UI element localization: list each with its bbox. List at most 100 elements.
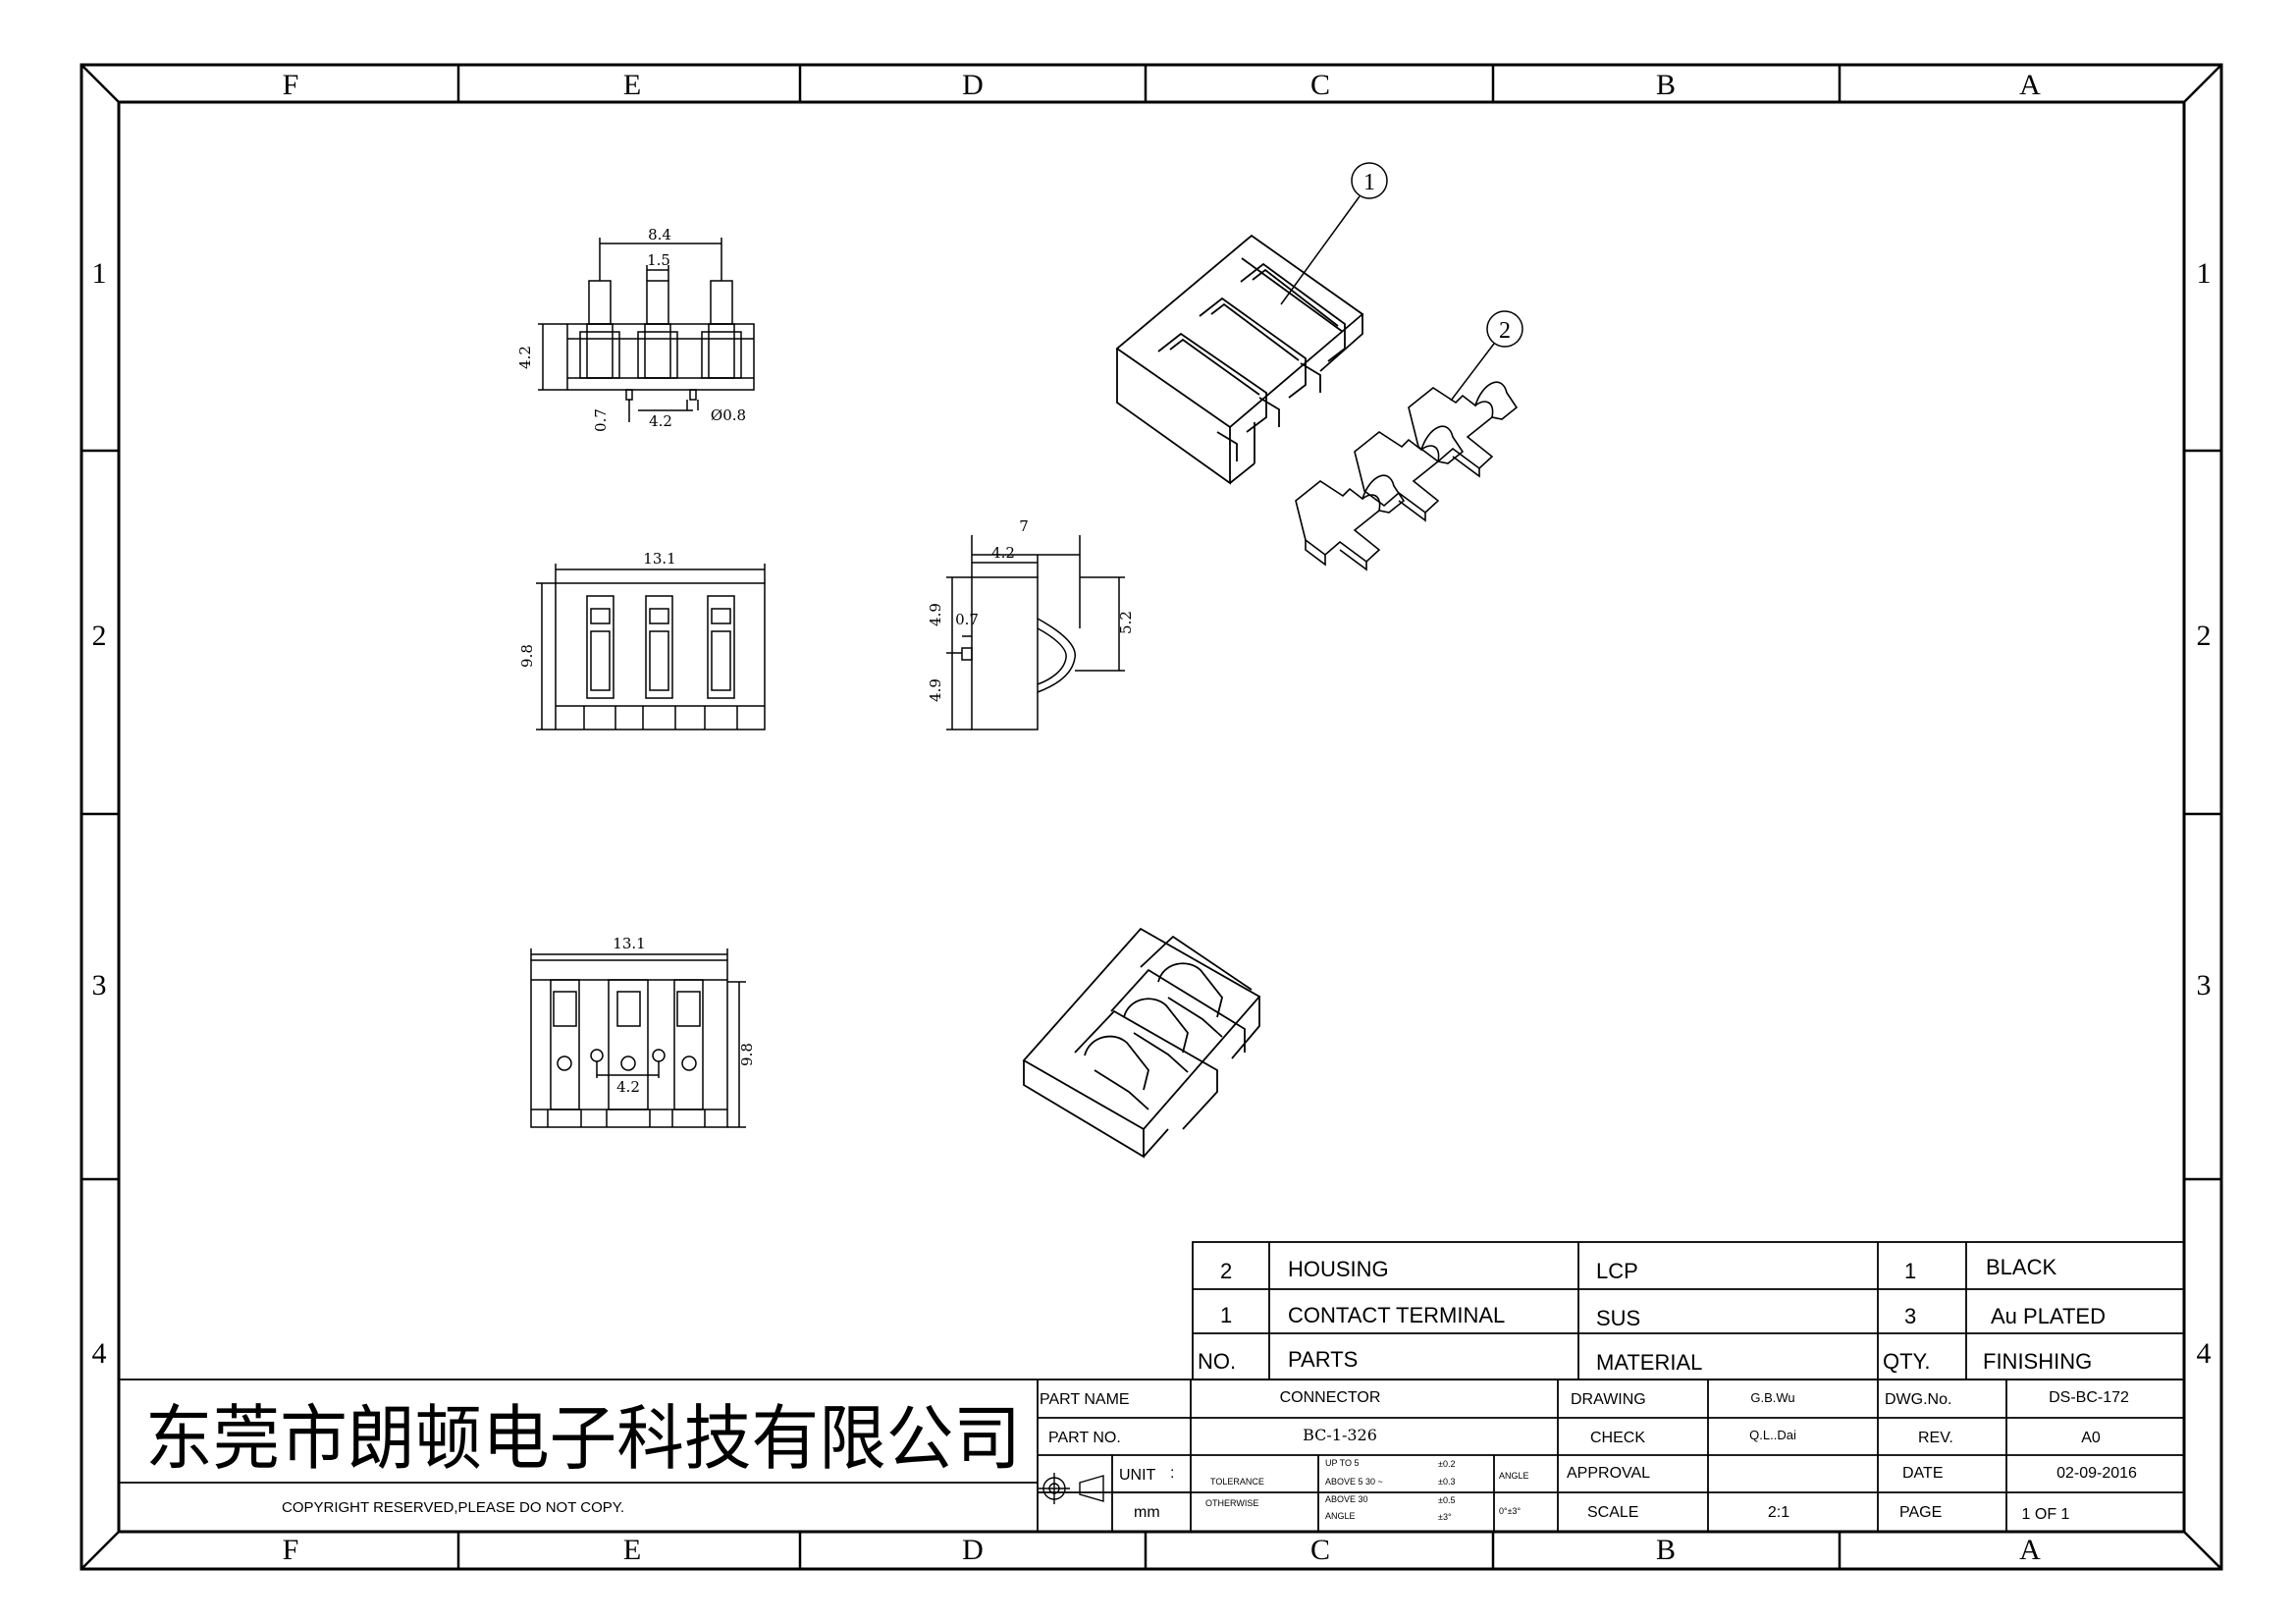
bom-qty: 3 (1904, 1304, 1916, 1328)
angle-label: ANGLE (1499, 1471, 1529, 1481)
drawing-value: G.B.Wu (1750, 1390, 1794, 1405)
bom-header: NO. PARTS MATERIAL QTY. FINISHING (1198, 1347, 2092, 1375)
part-no-label: PART NO. (1048, 1430, 1121, 1446)
zone-labels-top: F E D C B A (283, 69, 2042, 101)
balloon-number: 1 (1363, 170, 1375, 195)
zone-col-label: D (962, 1534, 984, 1566)
zone-row-label: 3 (92, 969, 107, 1001)
drawing-label: DRAWING (1571, 1391, 1646, 1408)
dim-label: 4.9 (927, 678, 944, 702)
zone-col-label: E (623, 69, 641, 101)
tolerance-value: ±3° (1438, 1512, 1452, 1522)
front-view-dims: 8.4 1.5 4.2 0.7 4.2 Ø0.8 (516, 226, 746, 432)
tolerance-range: UP TO 5 (1325, 1458, 1360, 1468)
copyright-note: COPYRIGHT RESERVED,PLEASE DO NOT COPY. (282, 1499, 624, 1516)
zone-col-label: C (1310, 1534, 1330, 1566)
date-value: 02-09-2016 (2056, 1465, 2137, 1482)
zone-labels-bottom: F E D C B A (283, 1534, 2042, 1566)
dim-label: 0.7 (592, 408, 610, 432)
zone-row-label: 2 (92, 620, 107, 652)
zone-col-label: C (1310, 69, 1330, 101)
zone-row-label: 3 (2197, 969, 2212, 1001)
zone-col-label: B (1656, 69, 1676, 101)
dim-label: 13.1 (613, 935, 645, 952)
bom-material: SUS (1596, 1306, 1640, 1330)
zone-col-label: E (623, 1534, 641, 1566)
dim-label: 9.8 (518, 644, 536, 668)
check-value: Q.L..Dai (1749, 1428, 1796, 1442)
dim-label: Ø0.8 (711, 406, 746, 424)
dim-label: 4.2 (516, 346, 534, 369)
bom-row: 1 CONTACT TERMINAL SUS 3 Au PLATED (1220, 1303, 2106, 1330)
tolerance-value: ±0.3 (1438, 1477, 1455, 1487)
zone-col-label: B (1656, 1534, 1676, 1566)
tolerance-value: ±0.5 (1438, 1495, 1455, 1505)
tolerance-row: UP TO 5 ±0.2 (1325, 1458, 1455, 1469)
dim-label: 4.2 (991, 544, 1015, 562)
side-view (946, 535, 1125, 730)
company-block: 东莞市朗顿电子科技有限公司 COPYRIGHT RESERVED,PLEASE … (145, 1397, 1021, 1516)
approval-label: APPROVAL (1567, 1465, 1650, 1482)
balloon-number: 2 (1499, 318, 1511, 344)
title-block-fields: PART NAME CONNECTOR PART NO. BC-1-326 UN… (1040, 1389, 2137, 1523)
part-no-value: BC-1-326 (1303, 1426, 1377, 1444)
part-name-value: CONNECTOR (1280, 1389, 1381, 1406)
balloon-terminal: 2 (1450, 310, 1523, 402)
projection-symbol-icon (1039, 1473, 1104, 1504)
zone-row-label: 1 (92, 257, 107, 290)
front-view (538, 238, 755, 422)
bom-header-qty: QTY. (1883, 1349, 1931, 1374)
zone-row-label: 2 (2197, 620, 2212, 652)
bom-header-finish: FINISHING (1983, 1349, 2092, 1374)
dim-label: 8.4 (648, 226, 671, 243)
zone-col-label: D (962, 69, 984, 101)
dim-label: 7 (1019, 517, 1029, 535)
dwg-no-label: DWG.No. (1885, 1391, 1951, 1408)
drawing-frame (80, 63, 2223, 1571)
unit-colon: : (1170, 1465, 1174, 1482)
tolerance-value: ±0.2 (1438, 1459, 1455, 1469)
bottom-view (530, 948, 746, 1128)
tolerance-row: ABOVE 5 30 ~ ±0.3 (1325, 1477, 1455, 1487)
rev-label: REV. (1918, 1430, 1953, 1446)
page-label: PAGE (1899, 1504, 1942, 1521)
zone-labels-left: 1 2 3 4 (92, 257, 107, 1370)
top-view (536, 564, 766, 730)
iso-assembly (1022, 927, 1261, 1159)
company-name: 东莞市朗顿电子科技有限公司 (145, 1397, 1021, 1480)
zone-col-label: F (283, 1534, 299, 1566)
tolerance-range: ABOVE 5 30 ~ (1325, 1477, 1383, 1487)
bom-part: CONTACT TERMINAL (1288, 1303, 1505, 1327)
iso-terminals (1295, 381, 1519, 571)
scale-value: 2:1 (1768, 1504, 1789, 1521)
dim-label: 13.1 (643, 550, 675, 568)
bom-no: 1 (1220, 1303, 1232, 1327)
balloon-housing: 1 (1280, 162, 1388, 305)
top-view-dims: 13.1 9.8 (518, 550, 676, 668)
dim-label: 5.2 (1117, 611, 1135, 634)
tolerance-range: ABOVE 30 (1325, 1494, 1368, 1504)
side-view-dims: 7 4.2 4.9 4.9 0.7 5.2 (927, 517, 1135, 702)
tolerance-block: TOLERANCE OTHERWISE UP TO 5 ±0.2 ABOVE 5… (1205, 1458, 1529, 1522)
bom-part: HOUSING (1288, 1257, 1389, 1281)
zone-col-label: A (2019, 69, 2041, 101)
angle-value: 0°±3° (1499, 1506, 1522, 1516)
tolerance-label: TOLERANCE (1210, 1477, 1264, 1487)
scale-label: SCALE (1587, 1504, 1638, 1521)
tolerance-row: ANGLE ±3° (1325, 1511, 1452, 1522)
bom-qty: 1 (1904, 1259, 1916, 1283)
dim-label: 4.2 (616, 1078, 640, 1096)
bom-no: 2 (1220, 1259, 1232, 1283)
zone-row-label: 4 (92, 1337, 107, 1370)
zone-col-label: F (283, 69, 299, 101)
zone-row-label: 4 (2197, 1337, 2212, 1370)
zone-row-label: 1 (2197, 257, 2212, 290)
title-block-lines (118, 1379, 2185, 1533)
date-label: DATE (1902, 1465, 1943, 1482)
iso-housing (1115, 234, 1364, 485)
tolerance-range: ANGLE (1325, 1511, 1356, 1521)
zone-labels-right: 1 2 3 4 (2197, 257, 2212, 1370)
bom-header-no: NO. (1198, 1349, 1236, 1374)
dwg-no-value: DS-BC-172 (2049, 1389, 2129, 1406)
